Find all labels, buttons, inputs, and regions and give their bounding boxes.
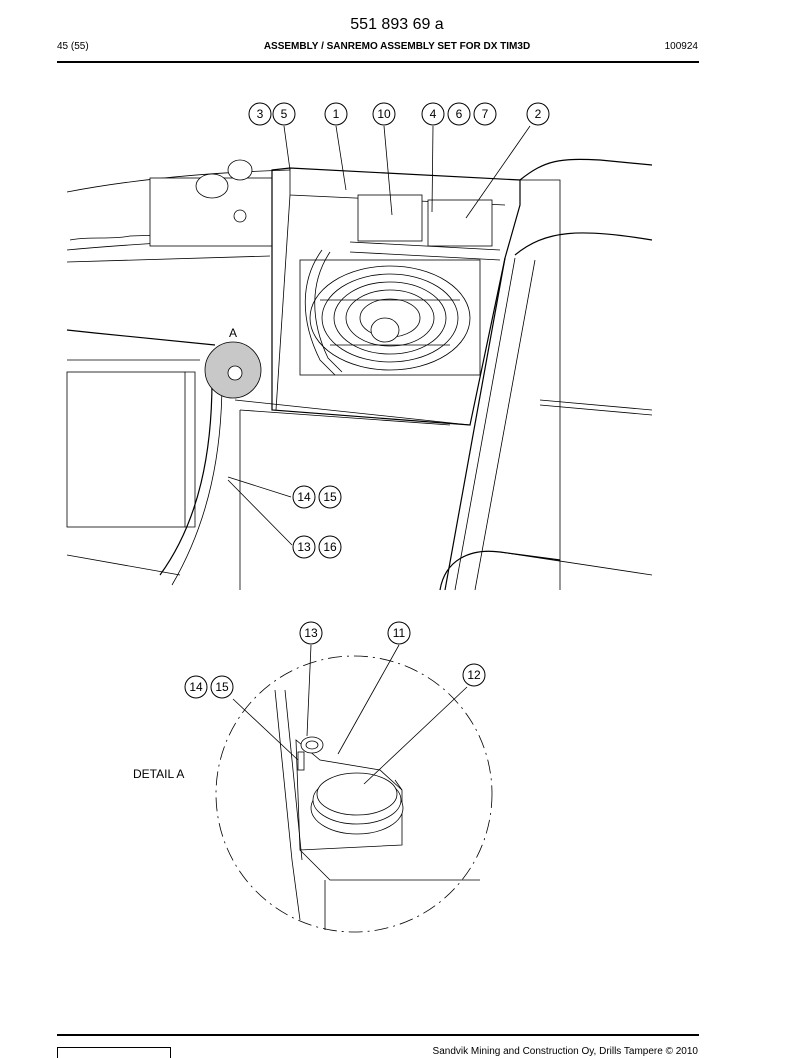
document-number: 551 893 69 a: [350, 16, 444, 33]
callout-group-14-15: 14 15: [292, 485, 342, 509]
footer-rule: [57, 1034, 699, 1036]
svg-text:12: 12: [467, 668, 481, 682]
callout-7: 7: [482, 107, 489, 121]
svg-text:1: 1: [333, 107, 340, 121]
callout-14: 14: [297, 490, 311, 504]
callout-3: 3: [257, 107, 264, 121]
callout-1: 1: [324, 102, 348, 126]
callout-4: 4: [430, 107, 437, 121]
fan-hub: [370, 317, 400, 343]
detail-callout-12: 12: [462, 663, 486, 687]
callout-15: 15: [323, 490, 337, 504]
callout-2: 2: [526, 102, 550, 126]
detail-a-marker: A: [229, 326, 237, 340]
callout-6: 6: [456, 107, 463, 121]
electrical-box-2: [427, 199, 493, 247]
svg-text:2: 2: [535, 107, 542, 121]
callout-group-3-5: 3 5: [248, 102, 296, 126]
svg-text:13: 13: [304, 626, 318, 640]
detail-callout-11: 11: [387, 621, 411, 645]
filler-cap-icon: [195, 173, 229, 199]
page-title: ASSEMBLY / SANREMO ASSEMBLY SET FOR DX T…: [263, 41, 531, 52]
svg-text:10: 10: [377, 107, 391, 121]
detail-title: DETAIL A: [133, 767, 184, 781]
callout-16: 16: [323, 540, 337, 554]
footer-copyright: Sandvik Mining and Construction Oy, Dril…: [432, 1046, 698, 1057]
callout-13: 13: [297, 540, 311, 554]
detail-callout-group-14-15: 14 15: [184, 675, 234, 699]
header-rule: [57, 61, 699, 63]
callout-group-13-16: 13 16: [292, 535, 342, 559]
callout-group-4-6-7: 4 6 7: [421, 102, 497, 126]
detail-a-view: DETAIL A: [133, 655, 493, 933]
main-view: A: [66, 158, 653, 591]
detail-callout-15: 15: [215, 680, 229, 694]
detail-callout-14: 14: [189, 680, 203, 694]
callout-10: 10: [372, 102, 396, 126]
svg-text:11: 11: [393, 626, 406, 640]
leader-lines: [227, 125, 531, 546]
page-number: 45 (55): [57, 41, 89, 52]
document-code: 100924: [664, 41, 698, 52]
callout-5: 5: [281, 107, 288, 121]
electrical-box-10: [357, 194, 423, 242]
detail-callout-13: 13: [299, 621, 323, 645]
fan-guard: [309, 265, 471, 371]
detail-leader-lines: [232, 644, 468, 785]
